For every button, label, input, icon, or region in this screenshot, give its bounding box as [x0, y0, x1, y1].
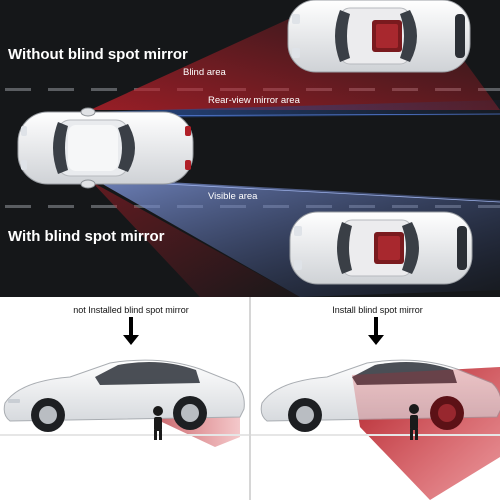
blind-spot-cone-lower	[92, 182, 300, 297]
panel-divider	[249, 297, 251, 500]
pedestrian-child-left	[153, 406, 163, 440]
overhead-scene	[5, 0, 500, 297]
heading-without-mirror: Without blind spot mirror	[8, 46, 188, 63]
side-scenes	[0, 317, 500, 500]
rearview-area-cone	[90, 100, 500, 118]
label-rearview-area: Rear-view mirror area	[208, 95, 300, 106]
heading-with-mirror: With blind spot mirror	[8, 228, 165, 245]
overhead-view-panel: Without blind spot mirror With blind spo…	[0, 0, 500, 297]
left-scene	[0, 317, 249, 447]
caption-not-installed: not Installed blind spot mirror	[73, 305, 189, 315]
ego-car	[17, 107, 194, 189]
pedestrian-child-right	[409, 404, 419, 440]
caption-installed: Install blind spot mirror	[332, 305, 423, 315]
right-scene	[251, 317, 500, 500]
right-arrow	[368, 317, 384, 345]
left-arrow	[123, 317, 139, 345]
car-in-visible-area	[289, 211, 473, 285]
label-blind-area: Blind area	[183, 67, 226, 78]
label-visible-area: Visible area	[208, 191, 258, 202]
car-in-blind-area	[287, 0, 471, 73]
